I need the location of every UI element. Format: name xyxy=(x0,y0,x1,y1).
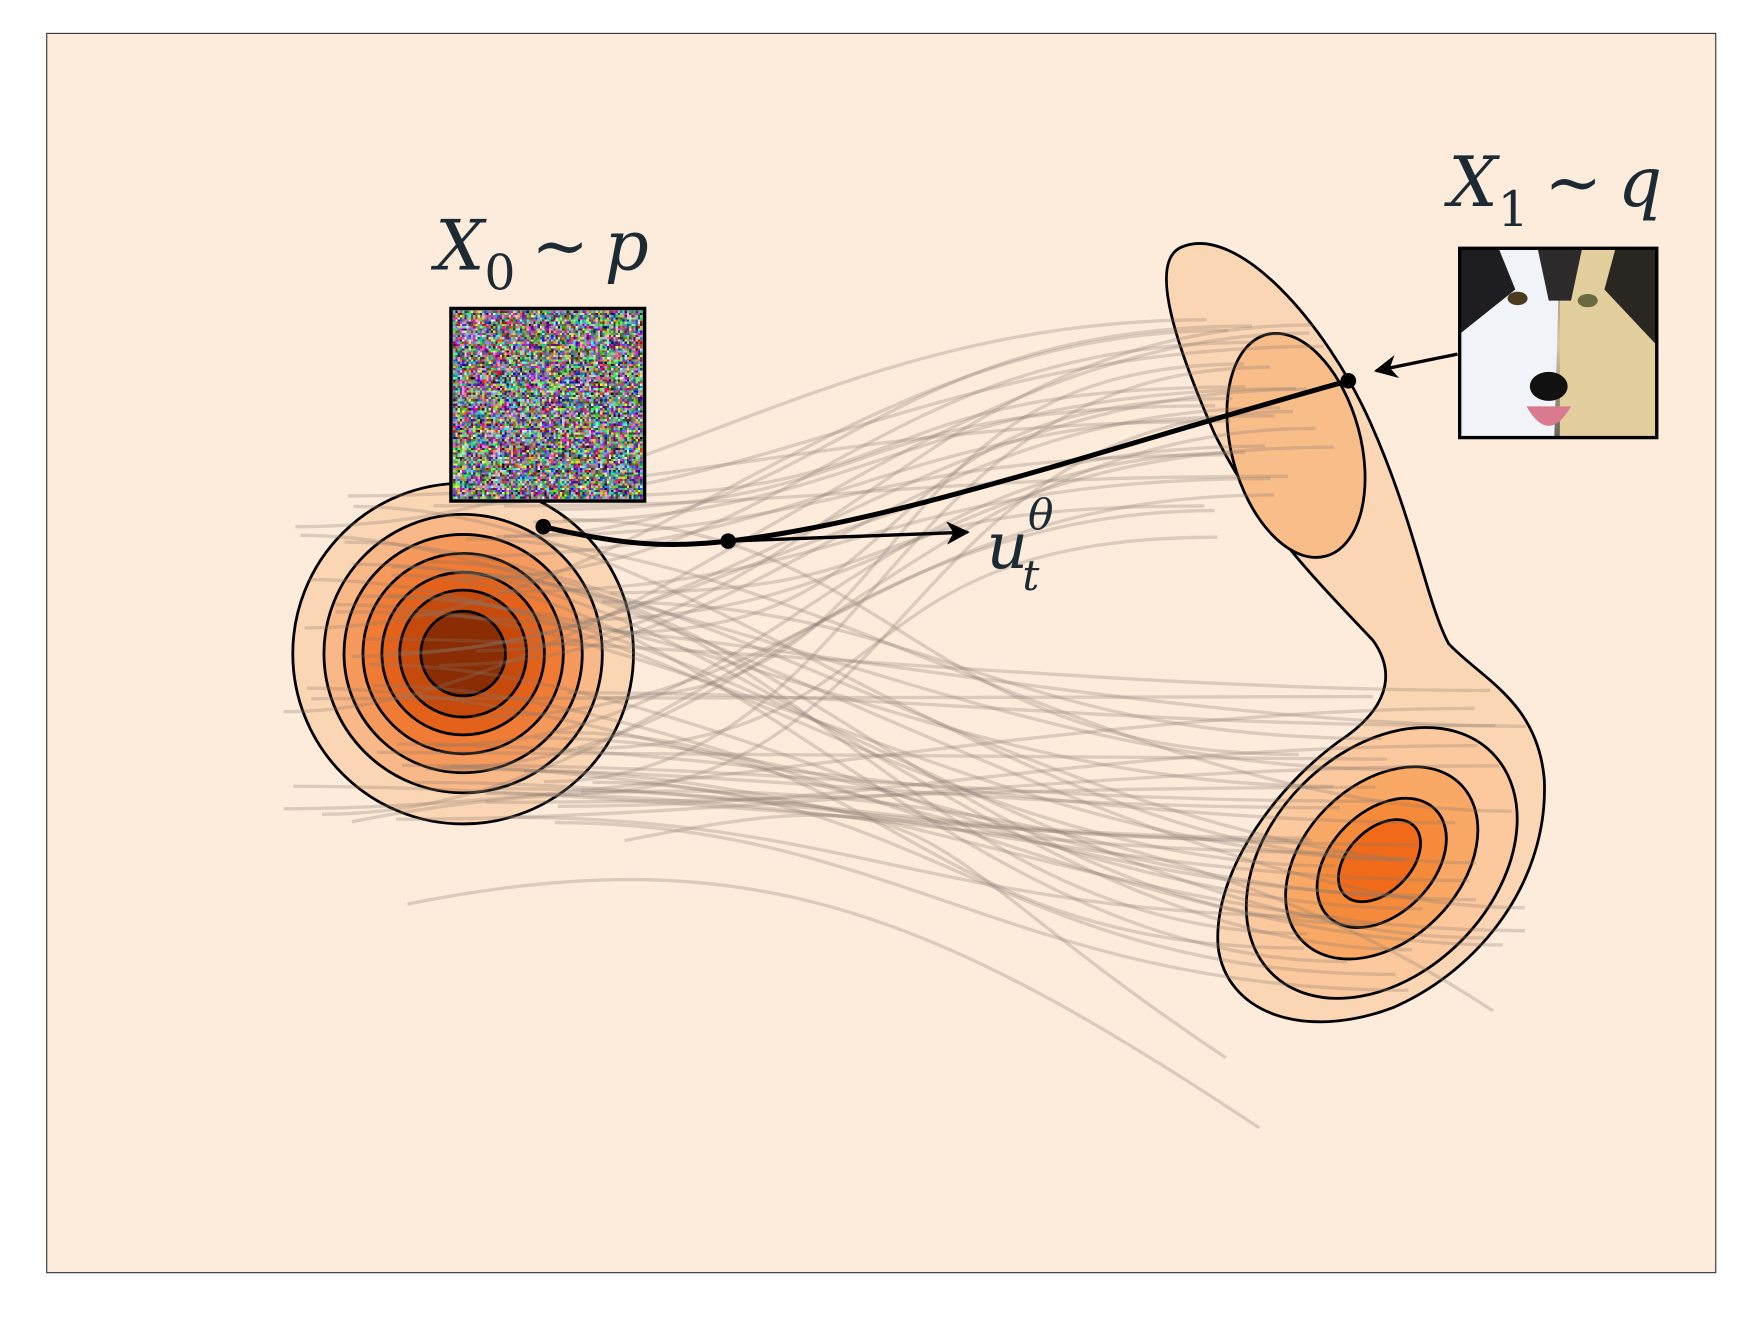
dog-image-frame xyxy=(1458,246,1659,440)
trajectory-line xyxy=(557,743,1478,808)
flow-trajectories xyxy=(283,318,1527,1130)
mid-point xyxy=(720,533,736,549)
trajectory-line xyxy=(295,318,1207,529)
trajectory-line xyxy=(496,324,1252,539)
noise-image xyxy=(453,310,643,499)
trajectory-line xyxy=(395,764,1500,821)
trajectory-line xyxy=(613,396,1233,635)
end-point xyxy=(1340,373,1357,389)
trajectory-line xyxy=(592,780,1396,977)
trajectory-line xyxy=(396,742,1456,825)
trajectory-line xyxy=(567,691,1496,728)
trajectory-line xyxy=(450,763,1382,804)
trajectory-line xyxy=(544,365,1270,784)
source-label: X0~p xyxy=(430,206,649,301)
trajectory-line xyxy=(353,504,1407,862)
trajectory-line xyxy=(304,328,1229,630)
trajectory-line xyxy=(578,535,1218,751)
trajectory-line xyxy=(425,767,1340,810)
trajectory-line xyxy=(283,331,1310,714)
trajectory-line xyxy=(476,323,1314,653)
trajectory-line xyxy=(509,815,1338,919)
trajectory-line xyxy=(373,683,1503,947)
trajectory-line xyxy=(532,386,1297,524)
trajectory-line xyxy=(357,594,1334,789)
trajectory-line xyxy=(555,730,1305,950)
trajectory-line xyxy=(352,562,1392,771)
trajectory-line xyxy=(610,504,1205,595)
trajectory-line xyxy=(454,571,1308,936)
trajectory-line xyxy=(458,340,1255,581)
trajectory-line xyxy=(413,780,1312,843)
trajectory-line xyxy=(300,533,1525,910)
trajectory-line xyxy=(369,662,1423,911)
trajectory-line xyxy=(491,786,1309,840)
trajectory-line xyxy=(334,602,1402,861)
trajectory-line xyxy=(311,694,1373,701)
trajectory-line xyxy=(555,404,1216,511)
trajectory-line xyxy=(562,517,1299,757)
trajectory-line xyxy=(441,426,1316,770)
trajectory-line xyxy=(322,508,1215,816)
trajectory-line xyxy=(306,686,1424,898)
sample-trajectory xyxy=(542,378,1349,548)
trajectory-line xyxy=(387,593,1485,940)
velocity-arrow xyxy=(728,521,970,545)
trajectory-line xyxy=(424,559,1371,927)
trajectory-line xyxy=(624,813,1227,1060)
trajectory-line xyxy=(352,444,1266,659)
trajectory-line xyxy=(485,791,1357,855)
trajectory-line xyxy=(474,414,1275,558)
trajectory-line xyxy=(351,789,1495,1013)
trajectory-line xyxy=(407,877,1261,1130)
trajectory-line xyxy=(472,493,1275,719)
husky-dog-photo xyxy=(1459,248,1657,438)
trajectory-line xyxy=(603,362,1244,700)
trajectory-line xyxy=(391,387,1307,655)
trajectory-line xyxy=(503,474,1289,508)
trajectory-line xyxy=(401,763,1470,883)
source-distribution-contours xyxy=(291,481,635,826)
start-point xyxy=(535,518,552,535)
trajectory-line xyxy=(308,577,1335,868)
trajectory-line xyxy=(391,565,1413,952)
trajectory-line xyxy=(601,600,1382,741)
trajectory-line xyxy=(391,573,1348,964)
trajectory-line xyxy=(377,750,1387,761)
trajectory-line xyxy=(597,385,1246,498)
target-label: X1~q xyxy=(1444,143,1663,238)
trajectory-line xyxy=(465,537,1512,813)
trajectory-line xyxy=(523,769,1525,933)
trajectory-line xyxy=(283,706,1475,811)
trajectory-line xyxy=(293,784,1417,847)
trajectory-line xyxy=(335,610,1527,728)
trajectory-line xyxy=(554,820,1409,993)
trajectory-line xyxy=(362,637,1490,693)
trajectory-line xyxy=(580,409,1293,795)
target-pointer-arrow xyxy=(1373,352,1458,378)
trajectory-line xyxy=(533,736,1477,902)
trajectory-line xyxy=(344,540,1477,865)
trajectory-line xyxy=(435,450,1245,747)
target-distribution-contours xyxy=(1165,242,1546,1024)
trajectory-line xyxy=(485,785,1376,804)
